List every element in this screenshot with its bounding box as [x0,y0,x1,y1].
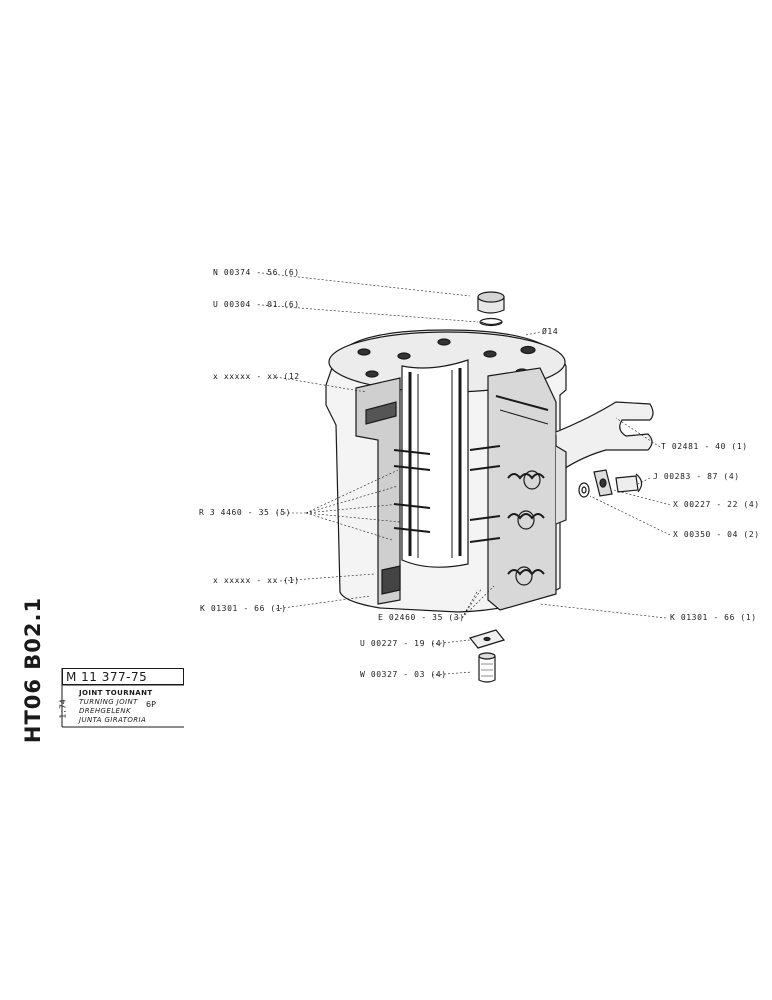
callout-n00374: N 00374 - 56 (6) [213,268,300,277]
callout-k01301-left: K 01301 - 66 (1) [200,604,287,613]
callout-u00304: U 00304 - 01 (6) [213,300,300,309]
title-en: TURNING JOINT [79,698,138,706]
callout-t02481: T 02481 - 40 (1) [661,442,748,451]
callout-u00227: U 00227 - 19 (4) [360,639,447,648]
fork-arm [555,401,654,525]
callout-diameter: Ø14 [542,327,559,336]
title-de: DREHGELENK [79,707,131,715]
variant-label: 6P [146,700,156,709]
callout-w00327: W 00327 - 03 (4) [360,670,447,679]
drawing-code-vertical: HT06 B02.1 [12,597,54,743]
small-hardware-right [578,469,643,498]
callout-x00227: X 00227 - 22 (4) [673,500,760,509]
turning-joint-body [325,329,567,613]
drawing-code-text: HT06 B02.1 [21,596,45,744]
bottom-hardware [468,629,506,683]
callout-e02460: E 02460 - 35 (3) [378,613,465,622]
callout-k01301-right: K 01301 - 66 (1) [670,613,757,622]
title-list: JOINT TOURNANT TURNING JOINT DREHGELENK … [79,689,153,725]
callout-xxx1: x xxxxx - xx (1) [213,576,300,585]
part-number: M 11 377-75 [66,670,148,684]
top-bolt [477,291,505,327]
callout-j00283: J 00283 - 87 (4) [653,472,740,481]
title-fr: JOINT TOURNANT [79,689,153,697]
callout-x00350: X 00350 - 04 (2) [673,530,760,539]
title-es: JUNTA GIRATORIA [79,716,147,724]
scale-label: 1:74 [56,694,70,724]
scale-text: 1:74 [58,699,68,719]
part-number-box: M 11 377-75 [62,668,184,685]
callout-xxx12: x xxxxx - xx (12 [213,372,300,381]
callout-r34460: R 3 4460 - 35 (5) [199,508,292,517]
